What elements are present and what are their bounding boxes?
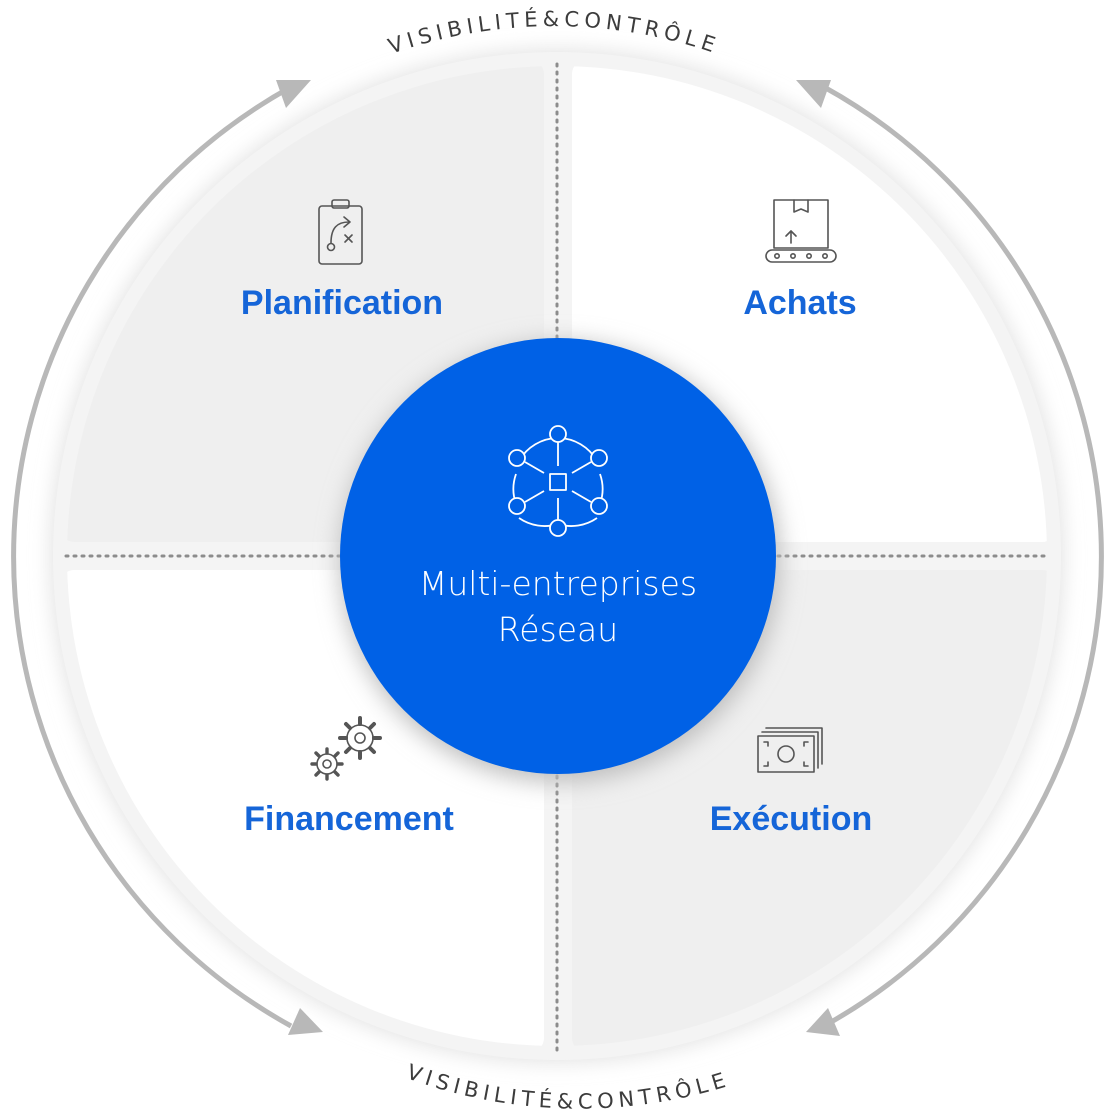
conveyor-box-icon — [765, 199, 837, 263]
arrow-head-top-right — [796, 80, 831, 108]
label-planification: Planification — [241, 284, 443, 322]
center-title-line2: Réseau — [498, 610, 618, 649]
gears-icon — [310, 716, 382, 781]
arrow-head-bottom-left — [288, 1008, 323, 1035]
network-icon — [508, 425, 608, 537]
arrow-head-top-left — [276, 80, 311, 108]
label-execution: Exécution — [710, 800, 872, 838]
arrow-head-bottom-right — [806, 1008, 840, 1036]
label-financement: Financement — [244, 800, 454, 838]
arc-label-bottom: VISIBILITÉ&CONTRÔLE — [404, 1060, 733, 1113]
cycle-arrows — [11, 80, 1104, 1036]
clipboard-strategy-icon — [318, 199, 363, 265]
center-title-line1: Multi-entreprises — [419, 564, 697, 603]
label-achats: Achats — [743, 284, 856, 322]
banknote-icon — [757, 727, 823, 773]
center-circle — [340, 338, 776, 774]
